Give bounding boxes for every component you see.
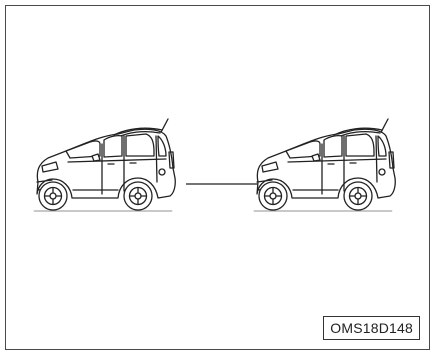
illustration-frame: OMS18D148	[5, 5, 430, 350]
towing-vehicle	[254, 119, 395, 211]
towing-illustration	[6, 6, 431, 351]
towed-vehicle	[34, 119, 175, 211]
figure-code-label: OMS18D148	[323, 316, 420, 340]
